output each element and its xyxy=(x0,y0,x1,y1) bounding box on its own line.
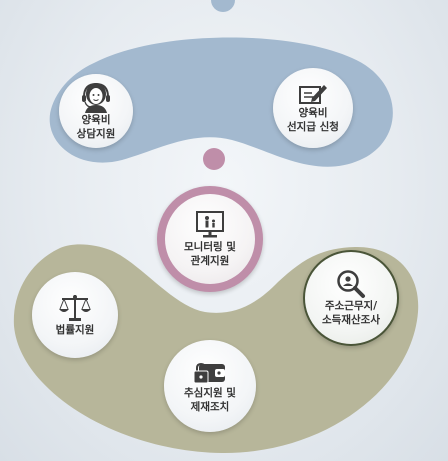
scales-icon xyxy=(58,293,92,323)
address-search-label-2: 소득재산조사 xyxy=(322,314,380,326)
monitoring-node[interactable]: 모니터링 및 관계지원 xyxy=(157,186,263,292)
address-search-label-1: 주소근무지/ xyxy=(324,300,378,312)
wallet-lock-icon xyxy=(193,358,227,386)
monitoring-label-1: 모니터링 및 xyxy=(184,241,236,253)
edit-form-icon xyxy=(298,82,328,106)
monitor-family-icon xyxy=(195,210,225,240)
monitoring-label-2: 관계지원 xyxy=(190,255,230,267)
parent-counsel-node[interactable]: 양육비 상담지원 xyxy=(59,74,133,148)
parent-counsel-label-2: 상담지원 xyxy=(76,128,116,140)
advance-payment-label-2: 선지급 신청 xyxy=(287,121,339,133)
collection-node[interactable]: 추심지원 및 제재조치 xyxy=(164,340,256,432)
center-connector-dot xyxy=(203,148,225,170)
parent-counsel-label-1: 양육비 xyxy=(81,114,111,126)
top-connector-dot xyxy=(211,0,235,12)
person-search-icon xyxy=(336,269,366,299)
advance-payment-label-1: 양육비 xyxy=(298,107,328,119)
legal-node[interactable]: 법률지원 xyxy=(32,272,118,358)
headset-person-icon xyxy=(79,81,113,113)
advance-payment-node[interactable]: 양육비 선지급 신청 xyxy=(273,68,353,148)
legal-label: 법률지원 xyxy=(55,324,95,336)
address-search-node[interactable]: 주소근무지/ 소득재산조사 xyxy=(303,250,399,346)
collection-label-2: 제재조치 xyxy=(190,401,230,413)
collection-label-1: 추심지원 및 xyxy=(184,387,236,399)
monitoring-node-inner: 모니터링 및 관계지원 xyxy=(165,194,255,284)
